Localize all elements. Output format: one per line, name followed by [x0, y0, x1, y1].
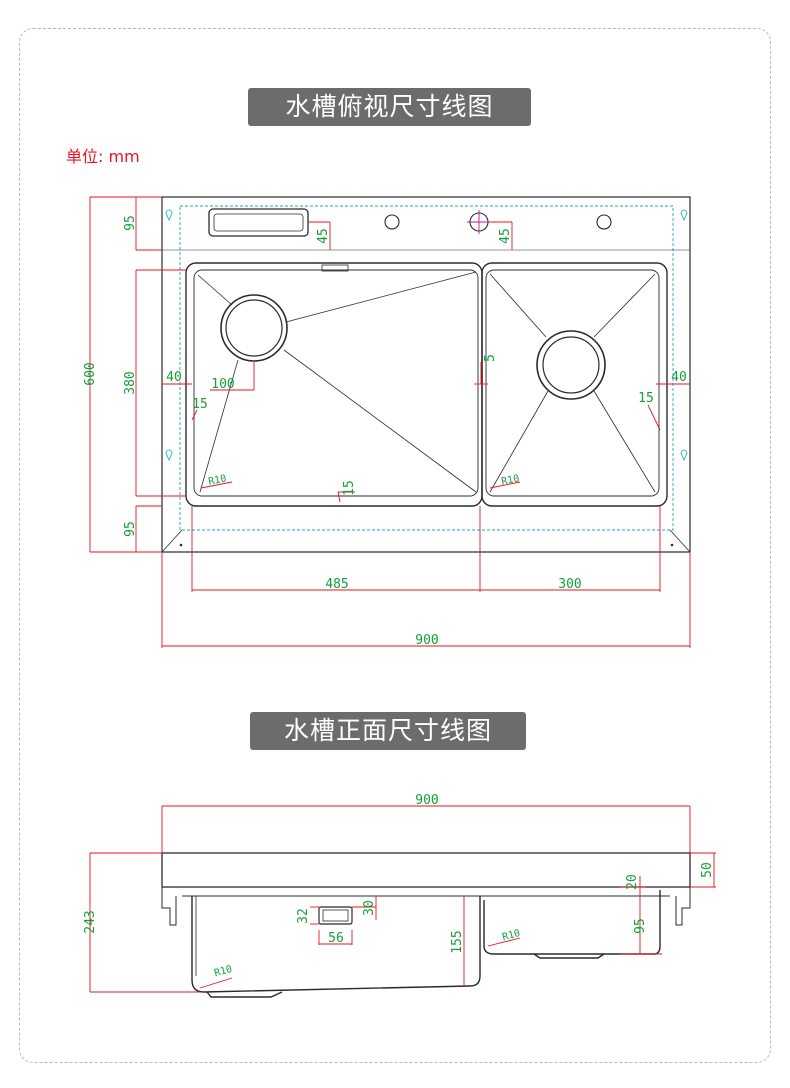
knife-holder-icon — [208, 208, 309, 237]
right-clip — [675, 887, 691, 926]
soap-hole-icon — [596, 214, 612, 230]
top-dimension-lines — [89, 196, 691, 648]
dim-rim-height: 50 — [700, 862, 715, 878]
front-view-drawing — [161, 852, 691, 998]
top-view-drawing — [161, 196, 691, 553]
dim-front-overall-width: 900 — [415, 793, 438, 808]
sink-outline — [161, 196, 691, 553]
unit-label: 单位: mm — [66, 147, 140, 166]
dim-side-margin-left: 40 — [166, 370, 182, 385]
dim-slope-right: 15 — [638, 391, 654, 406]
slope-line — [489, 273, 547, 338]
left-clip — [161, 887, 177, 926]
dim-front-radius-right: R10 — [501, 928, 521, 943]
small-drain-body — [533, 953, 605, 959]
dim-corner-radius-left: R10 — [208, 473, 228, 488]
guide-frame — [179, 205, 674, 531]
front-main-bowl — [191, 896, 481, 993]
dim-overflow-height: 32 — [296, 908, 311, 924]
knife-holder-inner — [213, 213, 304, 232]
clip-icon — [680, 449, 688, 462]
overflow-slot — [321, 264, 349, 272]
dim-corner-radius-right: R10 — [501, 473, 521, 488]
dim-overflow-width: 56 — [328, 931, 344, 946]
corner-line — [669, 529, 691, 553]
dim-hole-offset-left: 45 — [316, 228, 331, 244]
right-drain — [536, 330, 606, 400]
front-dimension-lines — [89, 805, 716, 993]
top-view-title: 水槽俯视尺寸线图 — [248, 88, 531, 126]
dim-divider: 5 — [483, 354, 498, 362]
dim-overall-depth: 600 — [83, 362, 98, 385]
faucet-hole-icon — [384, 214, 400, 230]
dim-drain-offset: 100 — [211, 377, 234, 392]
overflow-icon-inner — [322, 909, 349, 922]
front-dimension-labels: 900 243 50 20 95 155 32 56 30 R10 R10 — [83, 793, 715, 979]
clip-icon — [680, 209, 688, 222]
marker-dot — [179, 543, 183, 547]
page-frame — [19, 28, 771, 1063]
front-rim — [161, 852, 691, 888]
dim-overflow-offset: 30 — [362, 900, 377, 916]
dim-right-bowl-width: 300 — [558, 577, 581, 592]
slope-line — [285, 271, 477, 323]
dim-slope-left: 15 — [192, 397, 208, 412]
slope-line — [489, 390, 549, 493]
dim-rim-gap: 20 — [625, 874, 640, 890]
main-drain-body — [206, 991, 283, 998]
right-bowl-inner — [485, 269, 660, 497]
front-small-bowl — [483, 890, 661, 955]
slope-line — [283, 349, 477, 493]
corner-line — [161, 529, 183, 553]
slope-line — [593, 390, 656, 493]
dim-bowl-depth: 380 — [123, 371, 138, 394]
dim-front-radius-left: R10 — [213, 964, 233, 979]
slope-line — [197, 274, 233, 306]
right-drain-inner — [542, 336, 600, 394]
left-bowl-inner — [193, 269, 479, 497]
overflow-icon — [318, 906, 353, 925]
dim-side-margin-right: 40 — [671, 370, 687, 385]
right-bowl — [481, 262, 668, 507]
dim-total-height: 243 — [83, 910, 98, 933]
dim-small-bowl-depth: 95 — [633, 918, 648, 934]
clip-icon — [165, 209, 173, 222]
left-drain-inner — [225, 299, 283, 357]
top-dimension-labels: 600 95 95 380 40 40 485 300 900 45 45 10… — [83, 215, 687, 648]
clip-icon — [165, 449, 173, 462]
dim-overall-width: 900 — [415, 633, 438, 648]
front-view-title: 水槽正面尺寸线图 — [250, 712, 526, 750]
dim-main-bowl-depth: 155 — [450, 930, 465, 953]
slope-line — [593, 273, 656, 338]
dim-slope-bottom: 15 — [342, 480, 357, 496]
dim-front-deck: 95 — [123, 521, 138, 537]
dim-left-bowl-width: 485 — [325, 577, 348, 592]
dim-hole-offset-right: 45 — [498, 228, 513, 244]
dim-back-deck: 95 — [123, 215, 138, 231]
slope-line — [199, 359, 239, 493]
marker-dot — [670, 543, 674, 547]
left-drain — [220, 294, 288, 362]
